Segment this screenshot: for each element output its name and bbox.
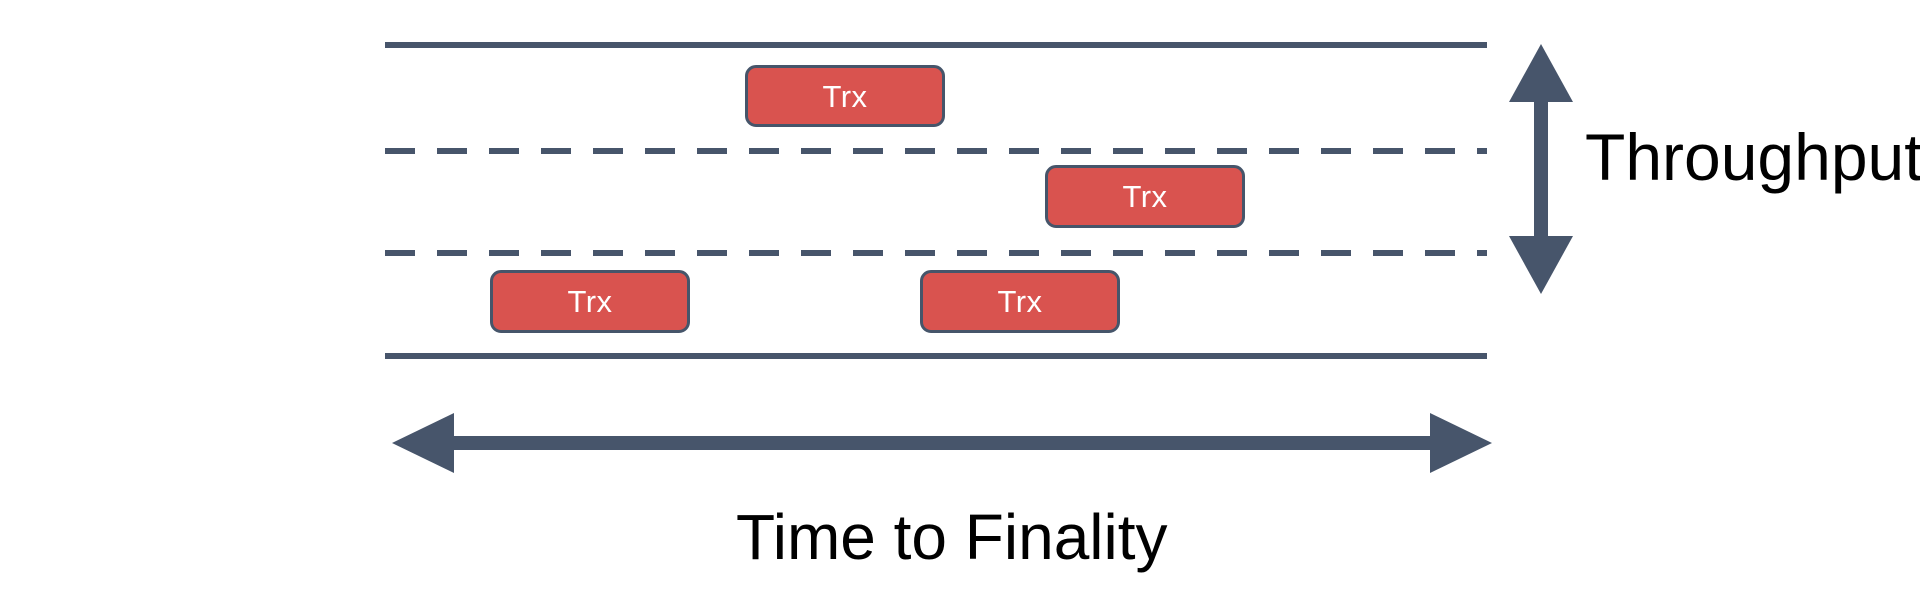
transaction-block[interactable]: Trx [490,270,690,333]
transaction-block[interactable]: Trx [745,65,945,127]
lane-line-divider-upper [385,148,1487,154]
lane-line-bottom-boundary [385,353,1487,359]
throughput-axis-label: Throughput [1585,120,1920,194]
time-to-finality-double-arrow-icon [392,413,1492,473]
time-to-finality-axis-label: Time to Finality [736,501,1168,573]
transaction-block-label: Trx [997,284,1043,319]
transaction-block-label: Trx [567,284,613,319]
transaction-block[interactable]: Trx [1045,165,1245,228]
transaction-block-label: Trx [822,78,868,114]
lane-line-divider-lower [385,250,1487,256]
transaction-block[interactable]: Trx [920,270,1120,333]
throughput-double-arrow-icon [1509,44,1573,294]
lane-line-top-boundary [385,42,1487,48]
transaction-block-label: Trx [1122,179,1168,214]
